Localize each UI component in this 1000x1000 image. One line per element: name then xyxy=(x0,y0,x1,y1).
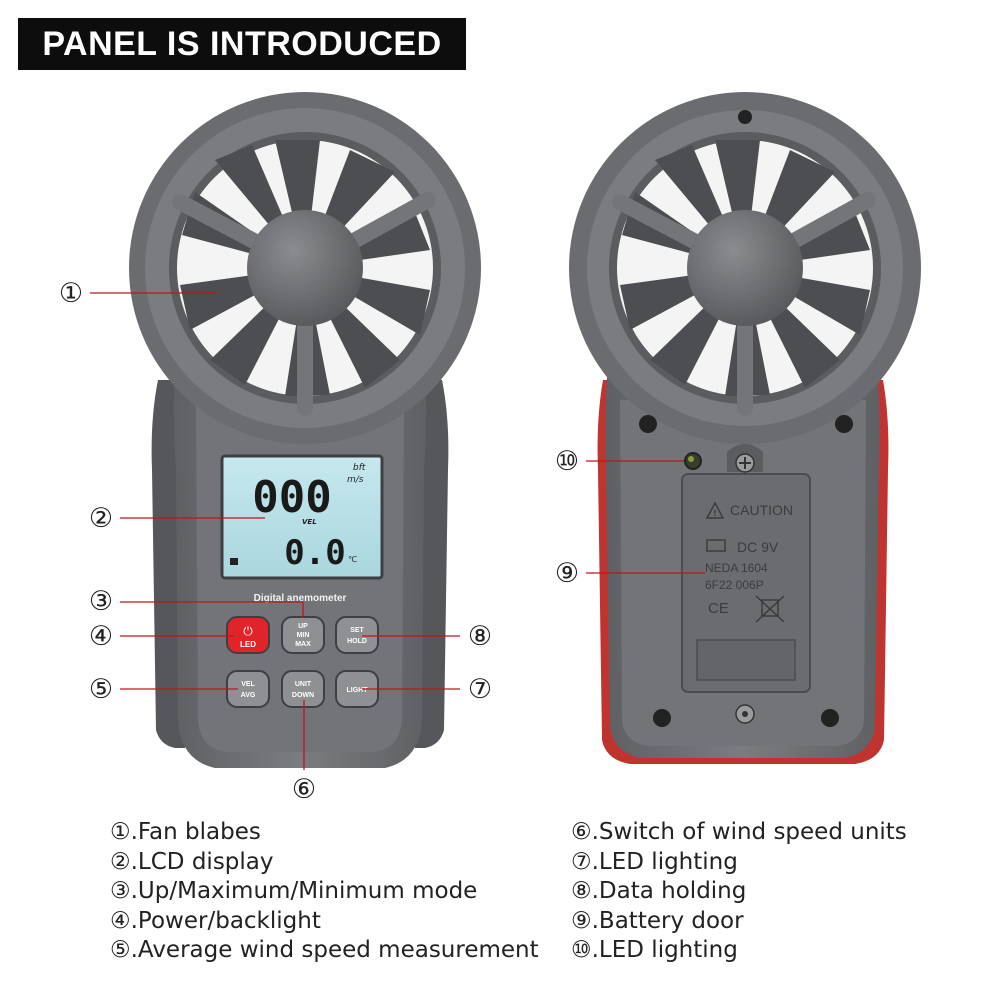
power-led-button[interactable]: ⏻ LED xyxy=(226,616,270,654)
lcd-mode: VEL xyxy=(302,518,317,526)
callout-8: ⑧ xyxy=(362,621,492,652)
svg-text:HOLD: HOLD xyxy=(347,638,367,645)
svg-text:②: ② xyxy=(89,503,113,534)
callout-7: ⑦ xyxy=(362,674,492,705)
set-hold-button[interactable]: SET HOLD xyxy=(335,616,379,654)
ce-mark: CE xyxy=(708,600,729,617)
svg-text:①: ① xyxy=(59,278,83,309)
svg-text:⑩: ⑩ xyxy=(555,446,579,477)
svg-text:LIGHT: LIGHT xyxy=(347,687,369,694)
warning-icon xyxy=(705,501,725,519)
legend-item: ⑤.Average wind speed measurement xyxy=(110,937,539,963)
callout-3: ③ xyxy=(89,586,304,618)
svg-text:⑤: ⑤ xyxy=(89,674,113,705)
svg-text:LED: LED xyxy=(240,640,256,649)
callout-9: ⑨ xyxy=(555,558,705,589)
svg-text:MIN: MIN xyxy=(297,632,310,639)
svg-text:⑧: ⑧ xyxy=(468,621,492,652)
lcd-battery-icon xyxy=(230,558,238,565)
legend-item: ⑨.Battery door xyxy=(571,907,744,934)
svg-text:VEL: VEL xyxy=(241,681,255,688)
power-icon: ⏻ xyxy=(243,624,253,638)
unit-down-button[interactable]: UNIT DOWN xyxy=(281,670,325,708)
callout-6: ⑥ xyxy=(292,700,316,805)
battery-icon xyxy=(706,539,726,552)
svg-text:⑥: ⑥ xyxy=(292,774,316,805)
title-banner: PANEL IS INTRODUCED xyxy=(18,18,466,70)
svg-text:!: ! xyxy=(713,509,717,518)
legend-item: ③.Up/Maximum/Minimum mode xyxy=(110,878,478,904)
recycle-bin-icon xyxy=(755,595,785,623)
legend-item: ④.Power/backlight xyxy=(110,907,321,934)
up-min-max-button[interactable]: UP MIN MAX xyxy=(281,616,325,654)
legend-right: ⑥.Switch of wind speed units ⑦.LED light… xyxy=(571,818,907,966)
caution-label: CAUTION xyxy=(730,502,793,518)
svg-text:DOWN: DOWN xyxy=(292,692,314,699)
lcd-unit-bottom: m/s xyxy=(347,475,364,485)
neda-label: NEDA 1604 xyxy=(705,561,768,575)
callouts: ① ② ③ ④ ⑤ ⑥ ⑦ ⑧ xyxy=(59,278,705,805)
vel-avg-button[interactable]: VEL AVG xyxy=(226,670,270,708)
code-label: 6F22 006P xyxy=(705,578,764,592)
callout-5: ⑤ xyxy=(89,674,238,705)
fan-hub xyxy=(247,210,363,326)
legend-item: ⑦.LED lighting xyxy=(571,848,738,875)
svg-text:UNIT: UNIT xyxy=(295,681,312,688)
callout-1: ① xyxy=(59,278,218,309)
front-device: 000 bft m/s VEL 0.0 ℃ Digital anemometer… xyxy=(129,92,481,768)
svg-text:UP: UP xyxy=(298,623,308,630)
model-label: Digital anemometer xyxy=(254,593,347,604)
svg-text:AVG: AVG xyxy=(241,692,256,699)
callout-10: ⑩ xyxy=(555,446,684,477)
legend-item: ⑩.LED lighting xyxy=(571,937,738,963)
lcd-display xyxy=(220,454,384,580)
lcd-temp-unit: ℃ xyxy=(348,555,357,564)
legend-item: ②.LCD display xyxy=(110,848,274,875)
legend-item: ⑥.Switch of wind speed units xyxy=(571,819,907,845)
callout-4: ④ xyxy=(89,621,234,652)
lcd-main-reading: 000 xyxy=(252,472,331,523)
dc-label: DC 9V xyxy=(737,539,779,555)
svg-text:③: ③ xyxy=(89,586,113,617)
svg-text:④: ④ xyxy=(89,621,113,652)
callout-2: ② xyxy=(89,503,265,534)
svg-text:⑦: ⑦ xyxy=(468,674,492,705)
page-title: PANEL IS INTRODUCED xyxy=(42,24,442,63)
legend-left: ①.Fan blabes ②.LCD display ③.Up/Maximum/… xyxy=(110,818,539,966)
lcd-unit-top: bft xyxy=(353,463,366,473)
svg-text:SET: SET xyxy=(350,627,364,634)
lcd-temp-reading: 0.0 xyxy=(284,533,345,573)
back-device: ! CAUTION DC 9V NEDA 1604 6F22 006P CE xyxy=(569,92,921,764)
svg-text:⑨: ⑨ xyxy=(555,558,579,589)
legend-item: ⑧.Data holding xyxy=(571,878,747,904)
battery-door xyxy=(681,473,811,693)
legend-item: ①.Fan blabes xyxy=(110,819,261,845)
svg-text:MAX: MAX xyxy=(295,641,311,648)
